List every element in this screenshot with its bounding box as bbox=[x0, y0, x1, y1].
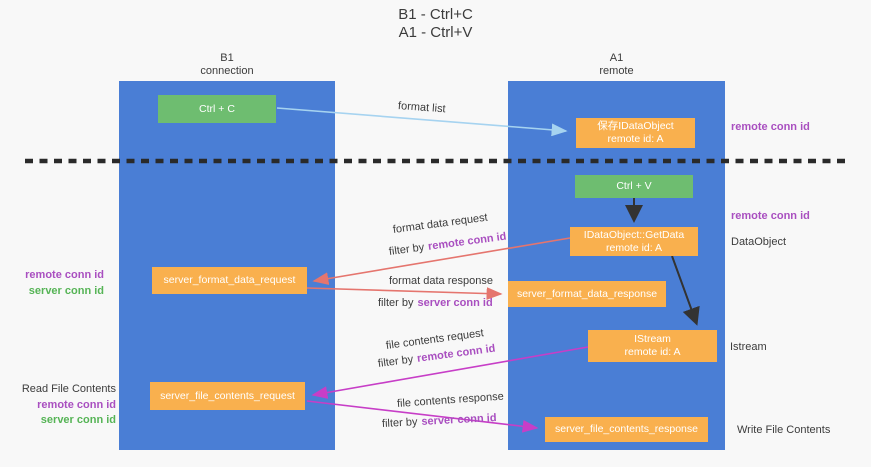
title-line-2: A1 - Ctrl+V bbox=[398, 24, 473, 41]
istream-line1: IStream bbox=[634, 333, 671, 345]
server-file-contents-response-box: server_file_contents_response bbox=[545, 417, 708, 442]
file-contents-response-arrow bbox=[306, 400, 539, 433]
server-format-data-response-label: server_format_data_response bbox=[516, 287, 658, 300]
left-lane-header: B1 connection bbox=[119, 52, 335, 78]
server-file-contents-request-label: server_file_contents_request bbox=[160, 389, 295, 402]
ctrl-c-label: Ctrl + C bbox=[199, 102, 235, 115]
ctrl-v-box: Ctrl + V bbox=[575, 175, 693, 198]
server-format-data-response-box: server_format_data_response bbox=[508, 281, 666, 307]
server-conn-id-text-1: server conn id bbox=[417, 297, 493, 309]
getdata-line1: IDataObject::GetData bbox=[583, 228, 685, 241]
right-dataobject-label: DataObject bbox=[731, 236, 787, 248]
save-idataobject-line2: remote id: A bbox=[607, 133, 664, 145]
filter-by-text-2: filter by bbox=[378, 297, 414, 309]
right-remote-conn-id-top: remote conn id bbox=[731, 121, 810, 133]
left-lane-name: B1 bbox=[220, 52, 234, 64]
istream-box: IStream remote id: A bbox=[588, 330, 717, 362]
right-istream-label: Istream bbox=[730, 341, 767, 353]
format-data-request-arrow bbox=[312, 237, 571, 285]
right-lane-header: A1 remote bbox=[508, 52, 725, 78]
left-remote-conn-id-2: remote conn id bbox=[37, 399, 116, 411]
format-data-response-label: format data response bbox=[389, 275, 493, 287]
getdata-line2: remote id: A bbox=[605, 241, 663, 254]
save-idataobject-line1: 保存IDataObject bbox=[597, 120, 674, 132]
right-remote-conn-id-mid: remote conn id bbox=[731, 210, 810, 222]
filter-by-text-4: filter by bbox=[381, 416, 418, 430]
left-server-conn-id-1: server conn id bbox=[28, 285, 104, 297]
title-line-1: B1 - Ctrl+C bbox=[398, 6, 473, 23]
left-lane-role: connection bbox=[200, 65, 254, 77]
format-list-arrow bbox=[276, 107, 568, 137]
write-file-contents-label: Write File Contents bbox=[737, 424, 831, 436]
left-server-conn-id-2: server conn id bbox=[40, 414, 116, 426]
diagram-title: B1 - Ctrl+C A1 - Ctrl+V bbox=[0, 6, 871, 42]
file-contents-request-arrow bbox=[311, 346, 589, 399]
istream-line2: remote id: A bbox=[624, 346, 681, 358]
server-file-contents-response-label: server_file_contents_response bbox=[554, 423, 698, 435]
ctrl-c-box: Ctrl + C bbox=[158, 95, 276, 123]
idataobject-getdata-box: IDataObject::GetData remote id: A bbox=[570, 227, 698, 256]
format-data-response-arrow bbox=[306, 287, 503, 300]
right-lane-name: A1 bbox=[609, 52, 624, 64]
right-lane-role: remote bbox=[599, 65, 634, 77]
server-format-data-request-label: server_format_data_request bbox=[163, 274, 296, 286]
getdata-to-istream-arrow bbox=[671, 255, 700, 326]
ctrl-v-label: Ctrl + V bbox=[616, 180, 652, 192]
server-file-contents-request-box: server_file_contents_request bbox=[150, 382, 305, 410]
server-format-data-request-box: server_format_data_request bbox=[152, 267, 307, 294]
save-idataobject-box: 保存IDataObject remote id: A bbox=[576, 118, 695, 148]
left-remote-conn-id-1: remote conn id bbox=[25, 269, 104, 281]
read-file-contents-label: Read File Contents bbox=[21, 383, 116, 395]
